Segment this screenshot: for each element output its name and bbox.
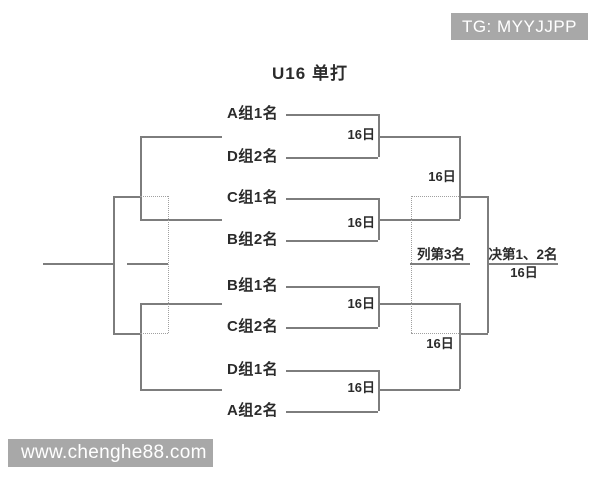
third-place-dotted-vertical	[411, 196, 412, 333]
round1-date: 16日	[347, 380, 375, 395]
mirror-line	[140, 389, 222, 391]
entry-line	[286, 157, 378, 159]
entry-line	[286, 370, 378, 372]
entry-line	[286, 114, 378, 116]
third-place-dotted-horizontal	[411, 196, 459, 197]
entry-b2: B组2名	[227, 231, 279, 248]
entry-line	[286, 198, 378, 200]
final-line	[487, 263, 558, 265]
site-watermark: www.chenghe88.com	[8, 439, 213, 467]
round1-winner-line	[378, 136, 460, 138]
semifinal-date: 16日	[428, 169, 456, 184]
entry-line	[286, 411, 378, 413]
page-title: U16 单打	[272, 64, 348, 83]
mirror-dotted-horizontal	[140, 196, 168, 197]
final-date: 16日	[510, 265, 538, 280]
entry-d2: D组2名	[227, 148, 279, 165]
third-place-line	[410, 263, 470, 265]
tg-watermark-badge: TG: MYYJJPP	[451, 13, 588, 40]
mirror-arm	[113, 333, 141, 335]
round1-join	[378, 286, 380, 327]
round1-winner-line	[378, 389, 460, 391]
third-place-dotted-horizontal	[411, 333, 459, 334]
semifinal-winner-line	[459, 333, 488, 335]
mirror-arm	[113, 196, 141, 198]
round1-join	[378, 114, 380, 157]
mirror-line	[140, 219, 222, 221]
entry-line	[286, 286, 378, 288]
mirror-dotted-vertical	[168, 196, 169, 333]
semifinal-join	[459, 303, 461, 389]
round1-date: 16日	[347, 127, 375, 142]
mirror-dotted-horizontal	[140, 333, 168, 334]
entry-a2: A组2名	[227, 402, 279, 419]
entry-line	[286, 240, 378, 242]
mirror-third-place-line	[127, 263, 168, 265]
round1-date: 16日	[347, 215, 375, 230]
entry-line	[286, 327, 378, 329]
mirror-line	[140, 303, 222, 305]
mirror-champion-stub	[43, 263, 113, 265]
entry-b1: B组1名	[227, 277, 279, 294]
entry-a1: A组1名	[227, 105, 279, 122]
mirror-final-join	[113, 196, 115, 333]
entry-c1: C组1名	[227, 189, 279, 206]
round1-join	[378, 370, 380, 411]
semifinal-join	[459, 136, 461, 219]
final-join	[487, 196, 489, 333]
mirror-line	[140, 136, 222, 138]
semifinal-winner-line	[459, 196, 488, 198]
mirror-join	[140, 303, 142, 389]
semifinal-date: 16日	[426, 336, 454, 351]
third-place-label: 列第3名	[416, 247, 465, 262]
entry-c2: C组2名	[227, 318, 279, 335]
round1-winner-line	[378, 219, 460, 221]
round1-winner-line	[378, 303, 460, 305]
final-label: 决第1、2名	[488, 247, 558, 262]
mirror-join	[140, 136, 142, 219]
round1-date: 16日	[347, 296, 375, 311]
entry-d1: D组1名	[227, 361, 279, 378]
